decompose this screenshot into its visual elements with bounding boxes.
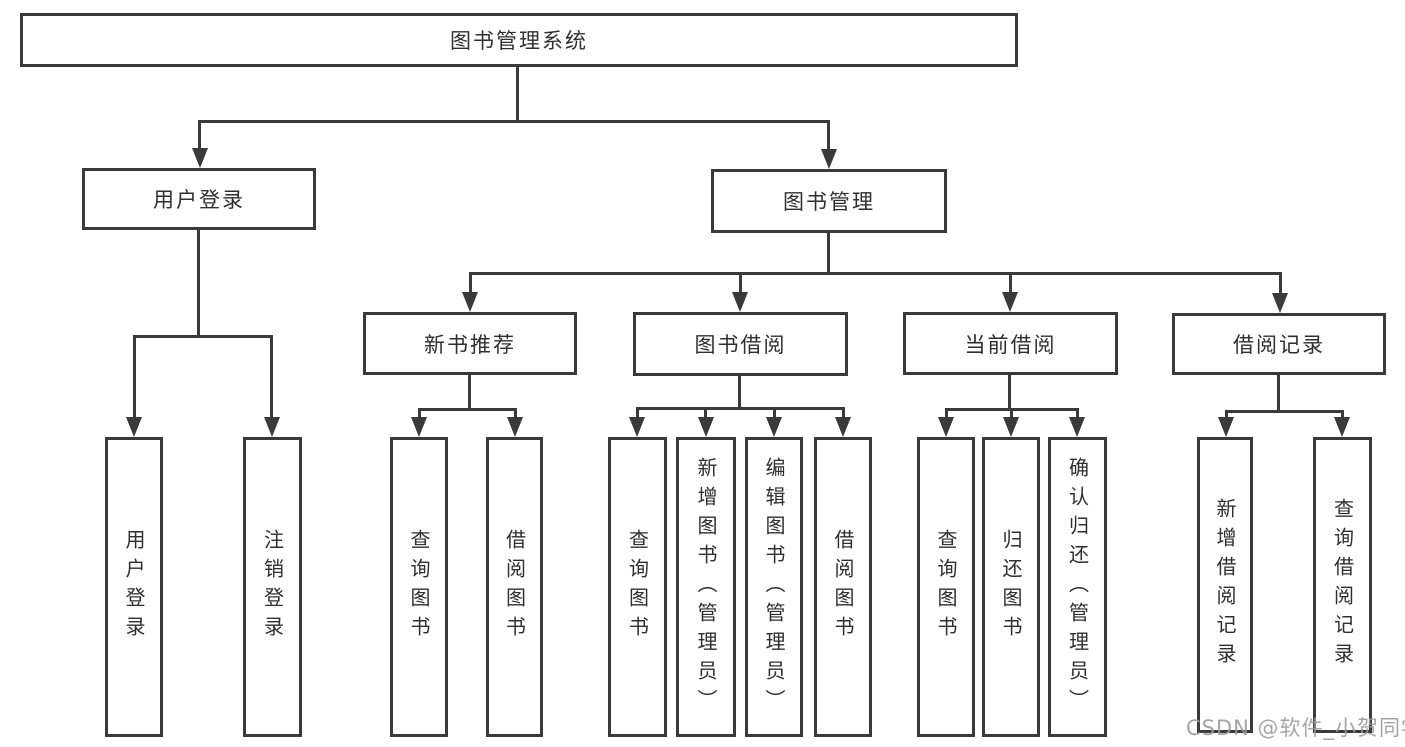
node-user-login: 用户登录 <box>82 168 316 230</box>
node-current-borrow: 当前借阅 <box>903 312 1118 375</box>
arrow-shaft <box>773 407 776 421</box>
arrowhead-down-icon <box>1272 293 1288 313</box>
leaf-label: 查询图书 <box>625 529 650 645</box>
leaf-logout: 注销登录 <box>243 437 302 737</box>
leaf-label: 新增图书（管理员） <box>694 456 718 718</box>
arrowhead-down-icon <box>1069 417 1085 437</box>
leaf-query-books-current: 查询图书 <box>917 437 975 737</box>
arrowhead-down-icon <box>732 292 748 312</box>
arrow-shaft <box>418 408 421 421</box>
arrow-shaft <box>1076 408 1079 421</box>
arrowhead-down-icon <box>766 417 782 437</box>
leaf-borrow-books: 借阅图书 <box>814 437 872 737</box>
arrow-shaft <box>1009 272 1012 294</box>
leaf-confirm-return-admin: 确认归还（管理员） <box>1048 437 1107 737</box>
node-library-system: 图书管理系统 <box>20 13 1018 67</box>
leaf-label: 用户登录 <box>122 529 146 645</box>
csdn-watermark: CSDN @软件_小贺同学 <box>1186 716 1405 740</box>
arrowhead-down-icon <box>938 417 954 437</box>
connector-bookmgmt-vline <box>827 233 830 274</box>
connector-newbook-hline <box>418 408 517 411</box>
arrowhead-down-icon <box>462 292 478 312</box>
arrowhead-down-icon <box>835 417 851 437</box>
node-new-book-recommend: 新书推荐 <box>363 312 577 375</box>
leaf-borrow-books-recommend: 借阅图书 <box>486 437 543 737</box>
arrowhead-down-icon <box>411 417 427 437</box>
leaf-query-books-recommend: 查询图书 <box>390 437 448 737</box>
leaf-add-borrow-record: 新增借阅记录 <box>1197 437 1253 733</box>
leaf-label: 查询图书 <box>934 529 958 645</box>
arrowhead-down-icon <box>1218 417 1234 437</box>
leaf-label: 注销登录 <box>260 529 285 645</box>
node-borrow-records: 借阅记录 <box>1172 313 1386 375</box>
arrowhead-down-icon <box>192 148 208 168</box>
leaf-query-borrow-record: 查询借阅记录 <box>1313 437 1372 733</box>
arrow-shaft <box>704 407 707 421</box>
leaf-label: 确认归还（管理员） <box>1065 456 1090 718</box>
connector-login-hline <box>133 335 273 338</box>
leaf-return-book: 归还图书 <box>982 437 1040 737</box>
arrowhead-down-icon <box>507 417 523 437</box>
arrowhead-down-icon <box>698 417 714 437</box>
leaf-edit-book-admin: 编辑图书（管理员） <box>745 437 803 737</box>
leaf-label: 编辑图书（管理员） <box>762 456 786 718</box>
node-book-borrow: 图书借阅 <box>633 312 848 376</box>
connector-borrow-hline <box>636 407 845 410</box>
arrowhead-down-icon <box>629 417 645 437</box>
arrow-shaft <box>1279 272 1282 294</box>
leaf-user-login: 用户登录 <box>105 437 163 737</box>
connector-records-vline <box>1277 375 1280 413</box>
leaf-label: 查询借阅记录 <box>1330 498 1355 672</box>
arrowhead-down-icon <box>821 149 837 169</box>
leaf-label: 借阅图书 <box>831 529 855 645</box>
connector-root-vline <box>516 67 519 122</box>
leaf-label: 新增借阅记录 <box>1213 498 1237 672</box>
arrow-shaft <box>636 407 639 421</box>
arrowhead-down-icon <box>1003 417 1019 437</box>
arrowhead-down-icon <box>1002 292 1018 312</box>
arrow-shaft <box>945 408 948 421</box>
connector-borrow-vline <box>738 376 741 409</box>
leaf-label: 借阅图书 <box>502 529 527 645</box>
arrow-shaft <box>514 408 517 421</box>
node-book-management: 图书管理 <box>711 169 947 233</box>
leaf-label: 归还图书 <box>999 529 1023 645</box>
arrow-shaft <box>842 407 845 421</box>
arrowhead-down-icon <box>126 417 142 437</box>
arrow-shaft <box>1225 410 1228 421</box>
connector-current-vline <box>1008 375 1011 410</box>
arrow-shaft <box>270 335 273 421</box>
arrow-shaft <box>198 120 201 152</box>
arrow-shaft <box>1010 408 1013 421</box>
arrow-shaft <box>1341 410 1344 421</box>
arrow-shaft <box>827 120 830 152</box>
connector-login-vline <box>197 230 200 337</box>
arrow-shaft <box>739 272 742 294</box>
arrow-shaft <box>133 335 136 421</box>
connector-bookmgmt-hline <box>469 272 1282 275</box>
arrow-shaft <box>469 272 472 294</box>
connector-newbook-vline <box>468 375 471 410</box>
connector-records-hline <box>1225 410 1344 413</box>
leaf-query-books-borrow: 查询图书 <box>608 437 667 737</box>
arrowhead-down-icon <box>264 417 280 437</box>
arrowhead-down-icon <box>1334 417 1350 437</box>
leaf-label: 查询图书 <box>407 529 431 645</box>
leaf-add-book-admin: 新增图书（管理员） <box>676 437 736 737</box>
connector-root-hline <box>198 120 830 123</box>
